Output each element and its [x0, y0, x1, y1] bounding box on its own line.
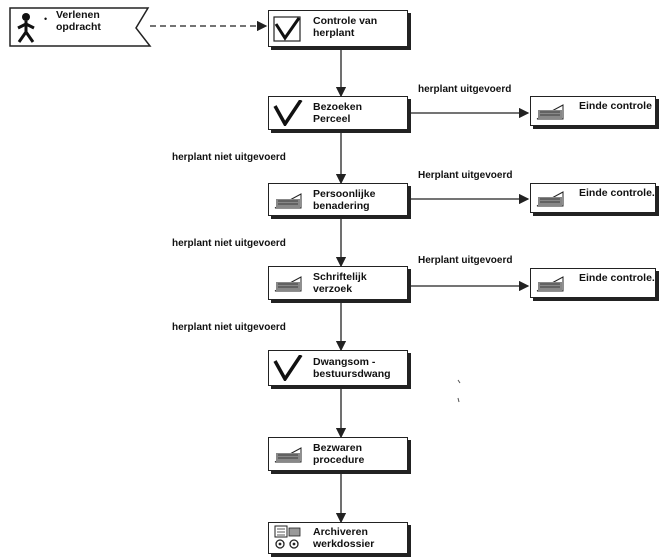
stray-mark	[457, 397, 460, 403]
node-schriftelijk-label: Schriftelijk verzoek	[313, 271, 367, 295]
checkmark-icon	[273, 355, 303, 381]
end-label-3: Einde controle.	[579, 272, 655, 284]
edge-label-done-3: Herplant uitgevoerd	[418, 255, 513, 266]
flag-shape	[9, 7, 152, 47]
start-label: Verlenen opdracht	[56, 9, 101, 33]
edge-label-notdone-3: herplant niet uitgevoerd	[172, 322, 286, 333]
document-stack-icon	[536, 191, 564, 207]
document-stack-icon	[536, 104, 564, 120]
stray-mark	[457, 379, 461, 384]
node-bezwaren: Bezwaren procedure	[268, 437, 408, 471]
node-dwangsom: Dwangsom - bestuursdwang	[268, 350, 408, 386]
node-persoonlijk: Persoonlijke benadering	[268, 183, 408, 216]
document-stack-icon	[274, 276, 302, 292]
edge-label-notdone-2: herplant niet uitgevoerd	[172, 238, 286, 249]
node-bezwaren-label: Bezwaren procedure	[313, 442, 365, 466]
node-dwangsom-label: Dwangsom - bestuursdwang	[313, 356, 391, 380]
node-archiveren-label: Archiveren werkdossier	[313, 526, 375, 550]
node-controle-label: Controle van herplant	[313, 15, 378, 39]
end-label-1: Einde controle	[579, 100, 652, 112]
edge-label-done-1: herplant uitgevoerd	[418, 84, 512, 95]
document-stack-icon	[536, 276, 564, 292]
node-archiveren: Archiveren werkdossier	[268, 522, 408, 554]
end-label-2: Einde controle.	[579, 187, 655, 199]
checkmark-icon	[273, 100, 303, 126]
start-node: • Verlenen opdracht	[8, 4, 153, 48]
end-node-2: Einde controle.	[530, 183, 656, 213]
end-node-1: Einde controle	[530, 96, 656, 126]
end-node-3: Einde controle.	[530, 268, 656, 298]
walking-person-icon	[17, 13, 35, 43]
node-persoonlijk-label: Persoonlijke benadering	[313, 188, 376, 212]
archive-icon	[274, 525, 301, 549]
edge-label-notdone-1: herplant niet uitgevoerd	[172, 152, 286, 163]
document-stack-icon	[274, 192, 302, 208]
checkmark-icon	[273, 15, 301, 42]
node-bezoeken: Bezoeken Perceel	[268, 96, 408, 130]
document-stack-icon	[274, 447, 302, 463]
edge-label-done-2: Herplant uitgevoerd	[418, 170, 513, 181]
node-schriftelijk: Schriftelijk verzoek	[268, 266, 408, 300]
node-bezoeken-label: Bezoeken Perceel	[313, 101, 363, 125]
node-controle: Controle van herplant	[268, 10, 408, 47]
